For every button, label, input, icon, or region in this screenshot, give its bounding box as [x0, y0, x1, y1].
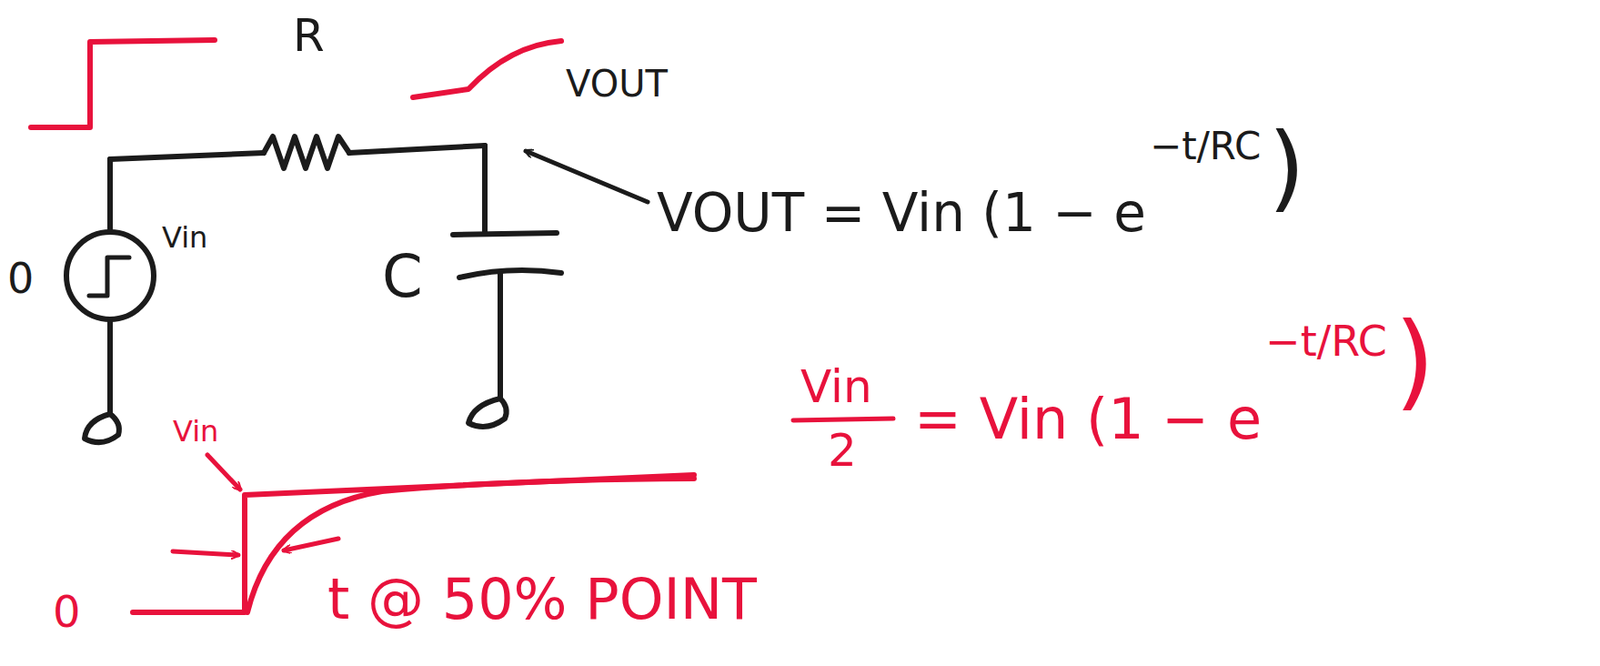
equation: = Vin (1 − e — [914, 391, 1262, 448]
step-glyph — [89, 257, 130, 296]
axis-label: Vin — [172, 416, 219, 446]
fraction-bar — [793, 418, 894, 421]
resistor-symbol — [263, 136, 350, 169]
node-label: VOUT — [565, 65, 668, 102]
wire — [107, 319, 113, 414]
source-level: 0 — [7, 257, 34, 300]
leader-arrow — [525, 150, 648, 202]
equation-paren: ) — [1394, 309, 1435, 413]
axis-label: 0 — [52, 589, 81, 634]
resistor-label: R — [292, 12, 325, 59]
wire — [349, 145, 485, 153]
pointer-arrow — [283, 538, 339, 551]
wire — [497, 272, 504, 399]
input-step-waveform — [30, 40, 215, 128]
output-rise-waveform — [412, 40, 562, 98]
ground-symbol — [84, 413, 120, 443]
wire — [107, 159, 113, 232]
source-label: Vin — [161, 222, 208, 252]
equation-paren: ) — [1267, 120, 1306, 215]
capacitor-plate — [459, 270, 562, 278]
capacitor-plate — [452, 232, 557, 235]
wire — [482, 145, 488, 232]
exponent: −t/RC — [1149, 127, 1261, 166]
pointer-arrow — [172, 551, 239, 555]
fraction-numerator: Vin — [800, 363, 873, 410]
capacitor-label: C — [382, 247, 423, 306]
ground-symbol — [468, 398, 507, 427]
step-source-symbol — [66, 231, 154, 320]
equation: VOUT = Vin (1 − e — [656, 186, 1147, 240]
fraction-denominator: 2 — [827, 427, 857, 473]
pointer-arrow — [207, 454, 241, 490]
exponent: −t/RC — [1265, 320, 1388, 363]
annotation: t @ 50% POINT — [327, 571, 757, 628]
wire — [110, 152, 264, 160]
